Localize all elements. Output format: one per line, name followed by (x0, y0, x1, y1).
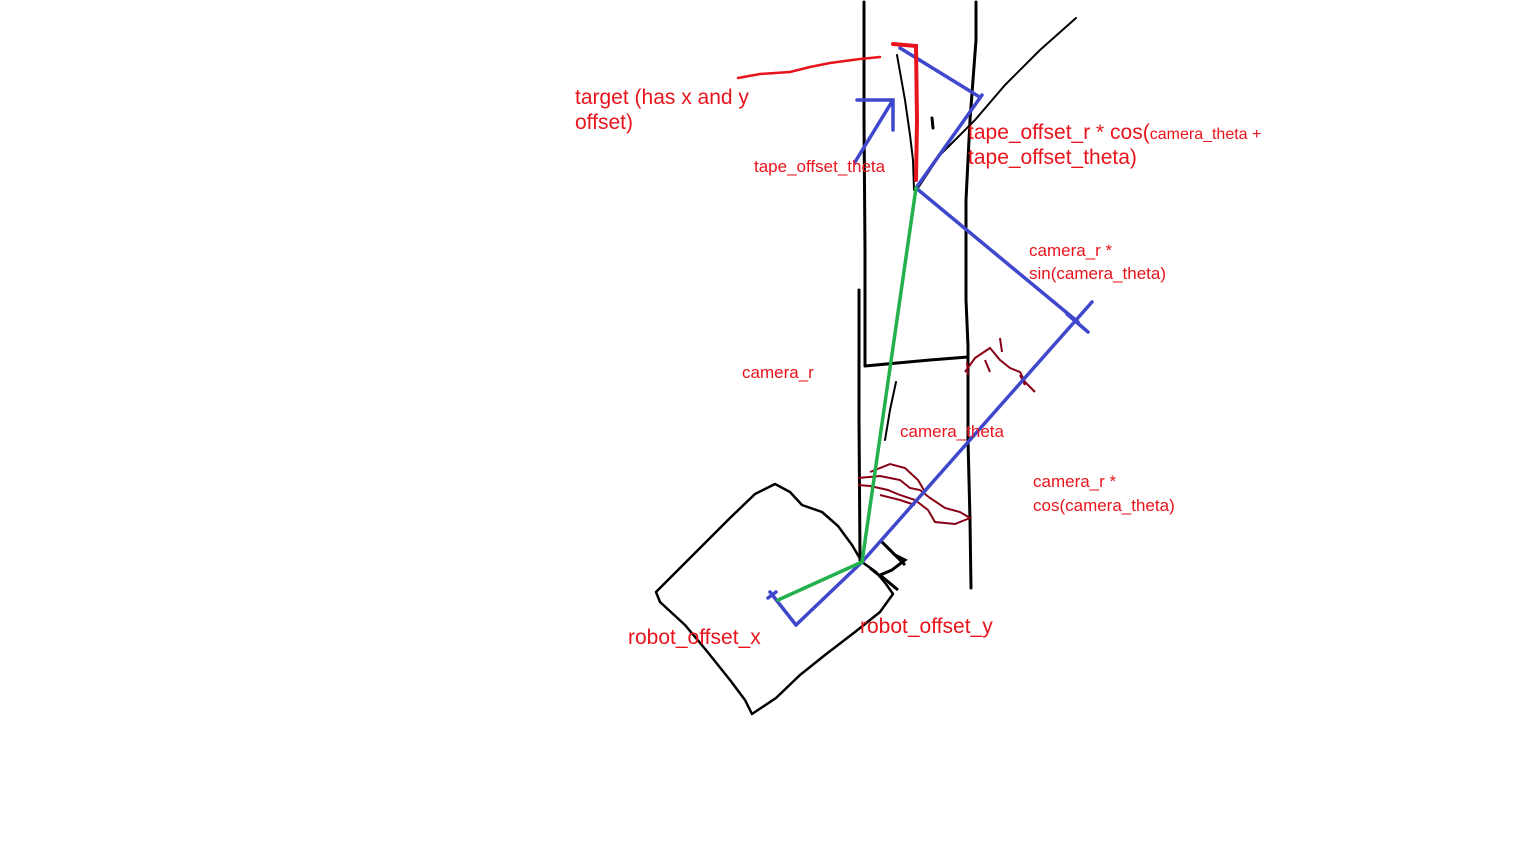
camera-sin-line (914, 186, 1080, 324)
camera-r-sin-label: camera_r * sin(camera_theta) (1029, 241, 1166, 285)
camera-cos-line (860, 300, 1094, 564)
robot-offset-x-cap (766, 590, 778, 600)
right-wall-lower (966, 344, 973, 590)
tape-offset-theta-label: tape_offset_theta (754, 157, 886, 176)
blue-lines (766, 46, 1094, 627)
tape-triangle-side (914, 93, 984, 190)
tape-offset-cos-line1: tape_offset_r * cos(camera_theta + (968, 120, 1261, 145)
target-label-line1: target (has x and y (575, 86, 749, 109)
tape-edge-left (896, 54, 915, 191)
left-wall-lower (857, 288, 862, 562)
camera-theta-label: camera_theta (900, 422, 1004, 441)
tape-offset-cos-small: camera_theta + (1149, 126, 1262, 143)
green-lines (776, 186, 918, 602)
camera-r-cos-line2: cos(camera_theta) (1033, 496, 1175, 516)
target-pointer-line (736, 55, 882, 80)
angle-mark-upper (964, 337, 1036, 393)
angle-marks (857, 337, 1036, 526)
camera-r-line (860, 186, 918, 564)
robot-body (654, 482, 895, 716)
tape-offset-cos-label: tape_offset_r * cos(camera_theta + tape_… (968, 120, 1261, 170)
robot-offset-y-line (794, 560, 864, 627)
robot-offset-x-tick (768, 590, 798, 627)
wall-lines (857, 0, 1077, 590)
target-marker (736, 42, 920, 182)
tape-offset-cos-line2: tape_offset_theta) (968, 146, 1137, 170)
camera-r-sin-line1: camera_r * (1029, 241, 1113, 260)
camera-r-label: camera_r (742, 363, 814, 382)
robot-offset-x-label: robot_offset_x (628, 626, 761, 649)
camera-r-cos-label: camera_r * cos(camera_theta) (1033, 472, 1175, 517)
crossbar (863, 355, 970, 368)
short-stub (884, 381, 897, 441)
camera-r-sin-line2: sin(camera_theta) (1029, 264, 1167, 284)
target-label-line2: offset) (575, 111, 633, 135)
camera-sin-tick (1065, 312, 1090, 334)
tape-offset-cos-prefix: tape_offset_r * cos( (968, 121, 1150, 144)
angle-mark-lower (857, 474, 973, 526)
right-wall-upper (964, 0, 978, 348)
tape-triangle-top (898, 46, 980, 98)
robot-corner-scribble (869, 538, 908, 592)
robot-offset-y-label: robot_offset_y (860, 615, 993, 638)
tape-offset-theta-arrow (853, 98, 895, 164)
target-post (891, 42, 920, 182)
camera-r-cos-line1: camera_r * (1033, 472, 1117, 491)
left-wall-upper (862, 0, 867, 368)
robot-offset-green (776, 560, 864, 602)
target-label: target (has x and y offset) (575, 85, 749, 135)
tape-mark (930, 116, 935, 130)
